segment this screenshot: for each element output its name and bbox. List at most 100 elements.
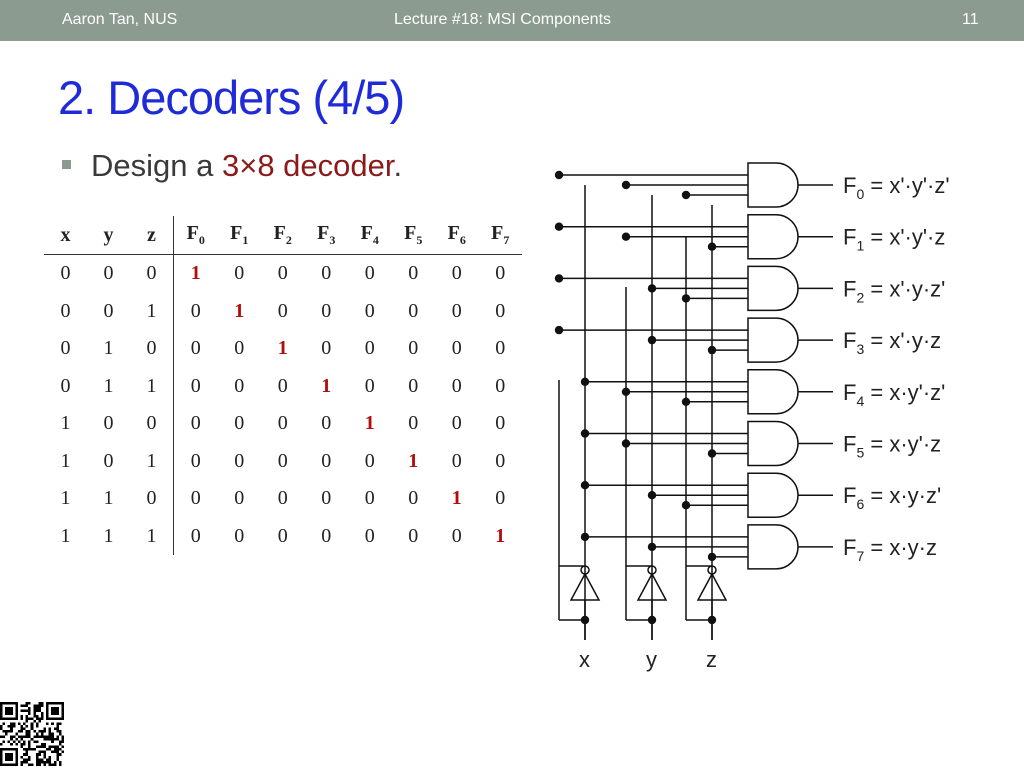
- qr-module: [51, 737, 54, 741]
- table-cell: 0: [103, 262, 114, 285]
- qr-module: [25, 730, 29, 733]
- qr-module: [51, 735, 54, 738]
- table-cell: 0: [495, 262, 506, 285]
- table-cell: 0: [234, 337, 245, 360]
- qr-module: [30, 737, 34, 741]
- qr-module: [30, 717, 34, 720]
- qr-module: [10, 735, 13, 738]
- column-header-z: z: [130, 216, 174, 255]
- table-cell: 1: [130, 517, 174, 555]
- qr-module: [23, 740, 26, 743]
- qr-module: [35, 725, 39, 728]
- qr-module: [20, 709, 24, 713]
- table-cell: 1: [451, 487, 462, 510]
- qr-module: [35, 709, 39, 713]
- junction-dot: [647, 615, 657, 625]
- qr-module: [28, 745, 31, 749]
- table-cell: 0: [321, 262, 332, 285]
- qr-module: [25, 760, 29, 764]
- qr-module: [46, 748, 49, 751]
- qr-module: [51, 732, 54, 736]
- qr-module: [43, 730, 47, 733]
- table-cell: 0: [130, 405, 174, 443]
- qr-code-icon: [0, 702, 64, 766]
- qr-module: [56, 730, 59, 733]
- table-cell: 0: [451, 299, 462, 322]
- qr-module: [35, 722, 39, 726]
- qr-module: [58, 722, 62, 726]
- table-cell: 0: [60, 299, 71, 322]
- table-cell: 0: [60, 337, 71, 360]
- junction-dot: [554, 222, 564, 231]
- qr-module: [58, 740, 62, 743]
- table-cell: 0: [277, 449, 288, 472]
- qr-module: [38, 717, 41, 720]
- table-cell: 0: [364, 449, 375, 472]
- qr-module: [15, 737, 18, 741]
- qr-module: [7, 725, 11, 728]
- table-cell: 1: [130, 292, 174, 330]
- output-label-f4: F4 = x·y'·z': [843, 380, 945, 409]
- and-gate-7: [747, 524, 799, 570]
- table-cell: 1: [60, 487, 71, 510]
- qr-module: [35, 714, 39, 718]
- qr-module: [28, 732, 31, 736]
- qr-module: [38, 760, 41, 764]
- table-cell: 0: [495, 337, 506, 360]
- qr-module: [35, 758, 39, 761]
- qr-module: [2, 735, 6, 738]
- qr-module: [12, 722, 16, 726]
- table-cell: 1: [321, 374, 332, 397]
- column-header-f2: F2: [261, 216, 305, 255]
- qr-module: [38, 719, 41, 723]
- table-cell: 0: [451, 449, 462, 472]
- qr-module: [28, 748, 31, 751]
- table-cell: 0: [190, 299, 201, 322]
- qr-module: [48, 735, 52, 738]
- qr-module: [5, 732, 8, 736]
- qr-module: [46, 760, 49, 764]
- qr-module: [40, 717, 44, 720]
- qr-module: [10, 725, 13, 728]
- qr-module: [46, 737, 49, 741]
- table-cell: 1: [103, 487, 114, 510]
- table-cell: 0: [277, 524, 288, 547]
- qr-module: [35, 755, 39, 759]
- qr-module: [35, 732, 39, 736]
- table-cell: 0: [103, 299, 114, 322]
- lecture-title: Lecture #18: MSI Components: [394, 11, 612, 28]
- table-cell: 0: [408, 262, 419, 285]
- qr-module: [23, 709, 26, 713]
- table-cell: 1: [103, 337, 114, 360]
- qr-module: [61, 740, 64, 743]
- input-label-z: z: [706, 647, 717, 672]
- qr-module: [53, 760, 57, 764]
- qr-module: [35, 717, 39, 720]
- qr-module: [51, 763, 54, 766]
- table-cell: 0: [408, 299, 419, 322]
- qr-module: [35, 740, 39, 743]
- column-header-f7: F7: [478, 216, 522, 255]
- page-number: 11: [962, 11, 979, 28]
- qr-module: [33, 740, 36, 743]
- qr-module: [0, 735, 3, 738]
- qr-module: [25, 702, 29, 705]
- table-cell: 0: [321, 337, 332, 360]
- table-cell: 0: [364, 299, 375, 322]
- qr-module: [43, 760, 47, 764]
- qr-module: [20, 763, 24, 766]
- table-cell: 0: [277, 262, 288, 285]
- qr-module: [23, 758, 26, 761]
- qr-module: [33, 748, 36, 751]
- table-cell: 0: [130, 330, 174, 368]
- qr-module: [35, 735, 39, 738]
- table-cell: 1: [60, 412, 71, 435]
- qr-module: [0, 725, 3, 728]
- qr-module: [56, 758, 59, 761]
- qr-module: [38, 704, 41, 708]
- qr-module: [10, 727, 13, 731]
- qr-module: [33, 704, 36, 708]
- column-header-y: y: [87, 216, 130, 255]
